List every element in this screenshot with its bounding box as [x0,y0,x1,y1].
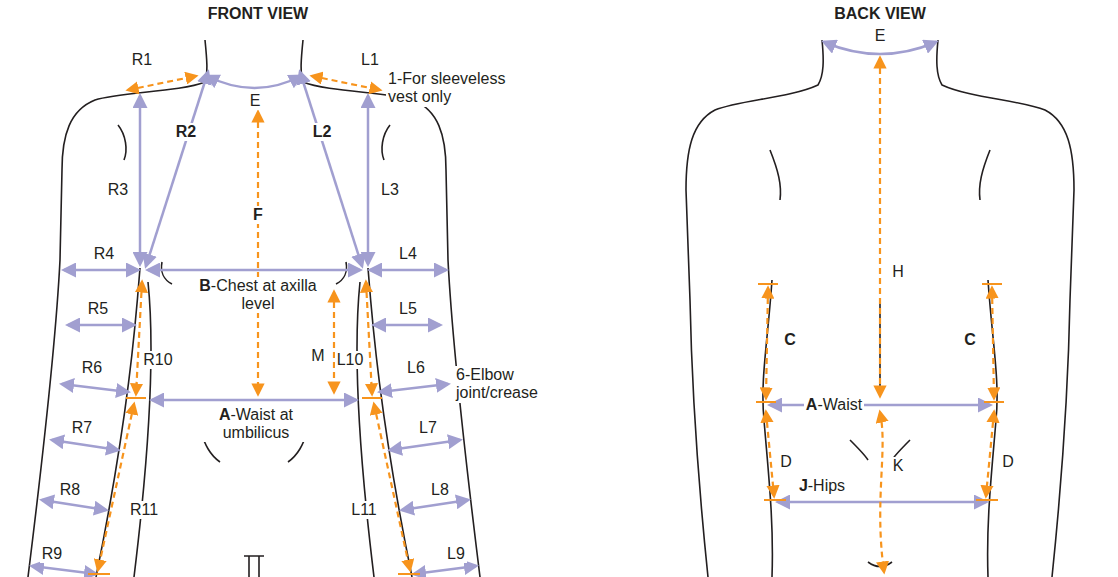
end-ticks [756,284,1004,500]
body-outline [28,40,480,577]
length-lines [766,58,994,572]
measurement-label: K [891,457,906,475]
measurement-label: L10 [335,351,366,369]
measurement-label: R1 [130,51,154,69]
measurement-label: L11 [349,501,379,519]
measurement-note: A-Waist at umbilicus [198,406,314,443]
length-lines [98,76,410,570]
measurement-label: D [778,453,794,471]
measurement-label: L9 [445,545,467,563]
measurement-label: R5 [86,300,110,318]
measurement-label: L4 [397,245,419,263]
measurement-note: 6-Elbow joint/crease [454,366,578,403]
measurement-label: F [251,206,265,224]
measurement-label: R11 [128,501,160,519]
measurement-label: R10 [141,351,174,369]
measurement-label: R7 [70,419,94,437]
measurement-label: BACK VIEW [832,5,928,23]
measurement-label: R2 [174,123,198,141]
measurement-label: L8 [429,481,451,499]
measurement-label: L7 [417,419,439,437]
measurement-label: M [309,347,326,365]
girth-lines [770,42,990,502]
girth-lines [32,72,476,574]
measurement-label: R4 [92,245,116,263]
measurement-label: R9 [40,545,64,563]
measurement-label: D [1000,453,1016,471]
measurement-label: L3 [379,181,401,199]
measurement-label: J-Hips [797,477,847,495]
measurement-label: A-Waist [804,396,864,414]
body-outline [686,40,1074,577]
measurement-note: 1-For sleeveless vest only [386,70,520,107]
measurement-label: R3 [106,181,130,199]
measurement-label: C [962,331,978,349]
measurement-label: L1 [359,51,381,69]
measurement-label: L6 [405,359,427,377]
measurement-label: H [890,263,906,281]
measurement-label: E [248,92,263,110]
measurement-label: C [782,331,798,349]
measurement-label: R6 [80,359,104,377]
measurement-label: L5 [397,300,419,318]
measurement-label: R8 [58,481,82,499]
measurement-label: L2 [311,123,334,141]
end-ticks [88,398,420,574]
measurement-label: FRONT VIEW [206,5,310,23]
measurement-note: B-Chest at axilla level [197,277,319,314]
measurement-label: E [873,27,888,45]
